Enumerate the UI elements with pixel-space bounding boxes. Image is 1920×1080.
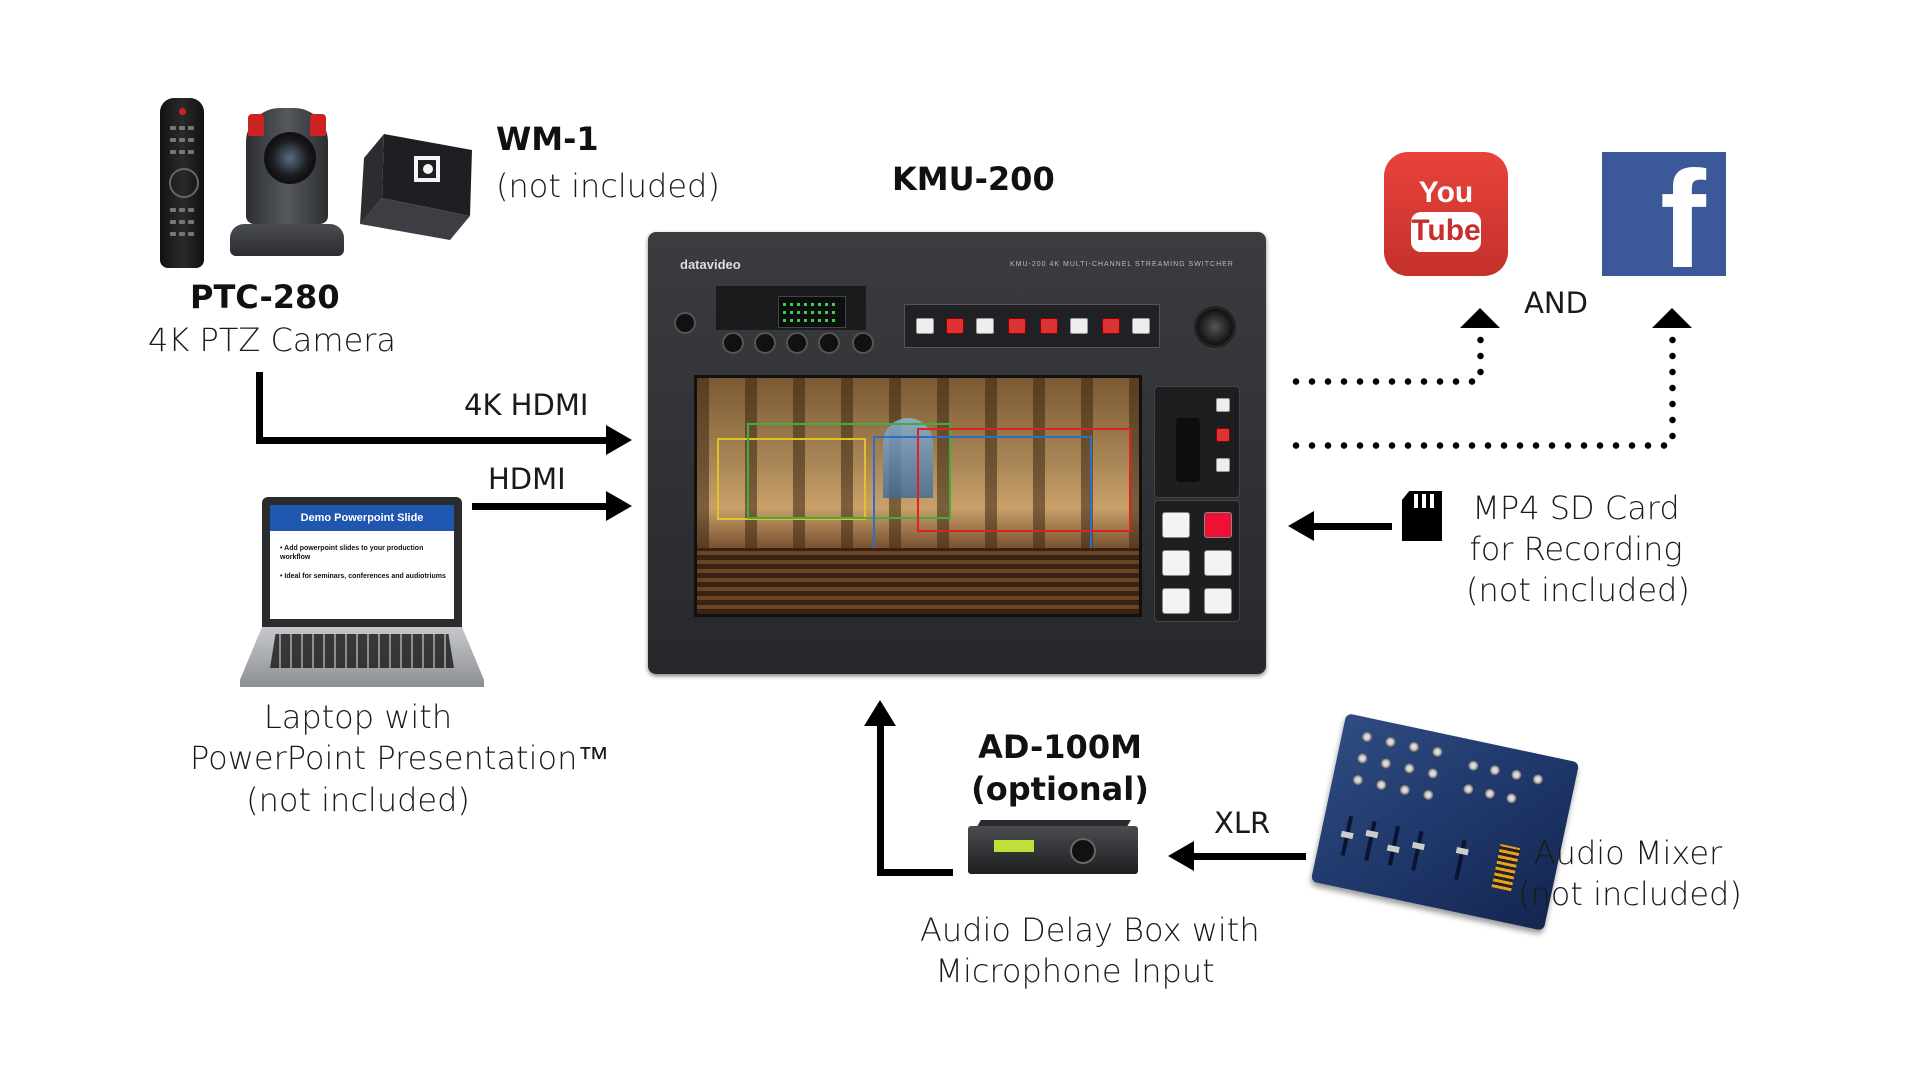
kmu200-btn-6[interactable] [1070,318,1088,334]
kmu200-knob-5[interactable] [852,332,874,354]
kmu200-knob-2[interactable] [754,332,776,354]
ad-desc-line2: Microphone Input [935,952,1215,990]
label-4k-hdmi: 4K HDMI [464,388,589,422]
ptz-camera-base [230,224,344,256]
laptop-line3: (not included) [246,781,470,819]
stream-dotted-youtube-v [1477,332,1484,384]
kmu200-zoom-btn-2[interactable] [1216,428,1230,442]
facebook-logo-f: f [1660,143,1706,297]
kmu200-zoom-rocker[interactable] [1176,418,1200,482]
ptz-camera-lens [264,132,316,184]
sd-line1: MP4 SD Card [1472,489,1680,527]
stream-dotted-facebook-v [1669,332,1676,448]
laptop-line1: Laptop with [263,698,453,736]
kmu200-zoom-btn-3[interactable] [1216,458,1230,472]
youtube-logo-tube-bg [1411,212,1481,252]
youtube-logo-you: You [1418,176,1474,209]
kmu200-knob-1[interactable] [722,332,744,354]
kmu200-model-strip: KMU-200 4K MULTI-CHANNEL STREAMING SWITC… [1010,261,1234,268]
laptop-cable [472,503,612,510]
mixer-line1: Audio Mixer [1533,834,1723,872]
kmu200-meter [778,296,846,328]
kmu200-btn-2[interactable] [946,318,964,334]
arrow-4k-hdmi [606,425,632,455]
laptop-line2: PowerPoint Presentation™ [190,739,610,777]
kmu200-brand-logo: datavideo [680,257,741,272]
ad-cable-horizontal [877,869,953,876]
wm1-note: (not included) [496,167,720,205]
stream-dotted-youtube-h [1288,378,1484,385]
kmu200-pc-button[interactable] [1204,588,1232,614]
kmu200-btn-5[interactable] [1040,318,1058,334]
kmu200-preview-screen [694,375,1142,617]
arrow-to-facebook [1652,308,1692,328]
kmu200-knob-3[interactable] [786,332,808,354]
kmu200-btn-8[interactable] [1132,318,1150,334]
label-xlr: XLR [1214,806,1271,840]
camera-cable-vertical [256,372,263,444]
ad100m-title: AD-100M [978,728,1142,766]
sd-line3: (not included) [1466,571,1690,609]
sd-card-pin-1 [1414,494,1418,508]
kmu200-knob-volume[interactable] [674,312,696,334]
kmu200-btn-1[interactable] [916,318,934,334]
ad-desc-line1: Audio Delay Box with [920,911,1260,949]
arrow-ad-to-kmu [864,700,896,726]
laptop-keyboard [270,634,454,668]
ptc280-desc: 4K PTZ Camera [148,321,397,359]
kmu200-button-row [904,304,1160,348]
kmu200-channel-4[interactable] [1204,550,1232,576]
camera-cable-horizontal [256,437,612,444]
ad100m-optional: (optional) [971,770,1149,808]
sd-card-pin-3 [1430,494,1434,508]
kmu200-btn-4[interactable] [1008,318,1026,334]
kmu200-channel-3[interactable] [1162,550,1190,576]
kmu200-title: KMU-200 [892,160,1055,198]
xlr-cable [1192,853,1306,860]
kmu200-channel-1[interactable] [1162,512,1190,538]
ad-cable-vertical [877,724,884,876]
kmu200-joystick[interactable] [1194,306,1236,348]
label-and: AND [1524,286,1588,320]
mixer-line2: (not included) [1518,875,1742,913]
remote-control [160,98,204,268]
arrow-sd-to-kmu [1288,511,1314,541]
slide-bullet-2: • Ideal for seminars, conferences and au… [280,573,446,580]
arrow-xlr [1168,841,1194,871]
kmu200-btn-3[interactable] [976,318,994,334]
wm1-title: WM-1 [496,120,599,158]
kmu200-channel-2[interactable] [1204,512,1232,538]
arrow-to-youtube [1460,308,1500,328]
arrow-hdmi [606,491,632,521]
ad100m-display [994,840,1034,852]
label-hdmi: HDMI [488,462,566,496]
sd-card-pin-2 [1422,494,1426,508]
facebook-logo [1602,152,1726,276]
sd-line2: for Recording [1469,530,1683,568]
youtube-logo-tube: Tube [1411,214,1481,247]
kmu200-fullscreen[interactable] [1162,588,1190,614]
sd-arrow-line [1310,523,1392,530]
slide-title: Demo Powerpoint Slide [270,505,454,531]
wall-mount-bracket [360,134,472,240]
stream-dotted-facebook-h [1288,442,1676,449]
kmu200-knob-4[interactable] [818,332,840,354]
kmu200-zoom-btn-1[interactable] [1216,398,1230,412]
ad100m-knob[interactable] [1070,838,1096,864]
slide-bullet-1: • Add powerpoint slides to your producti… [280,545,424,561]
ptc280-title: PTC-280 [190,278,340,316]
kmu200-btn-7[interactable] [1102,318,1120,334]
